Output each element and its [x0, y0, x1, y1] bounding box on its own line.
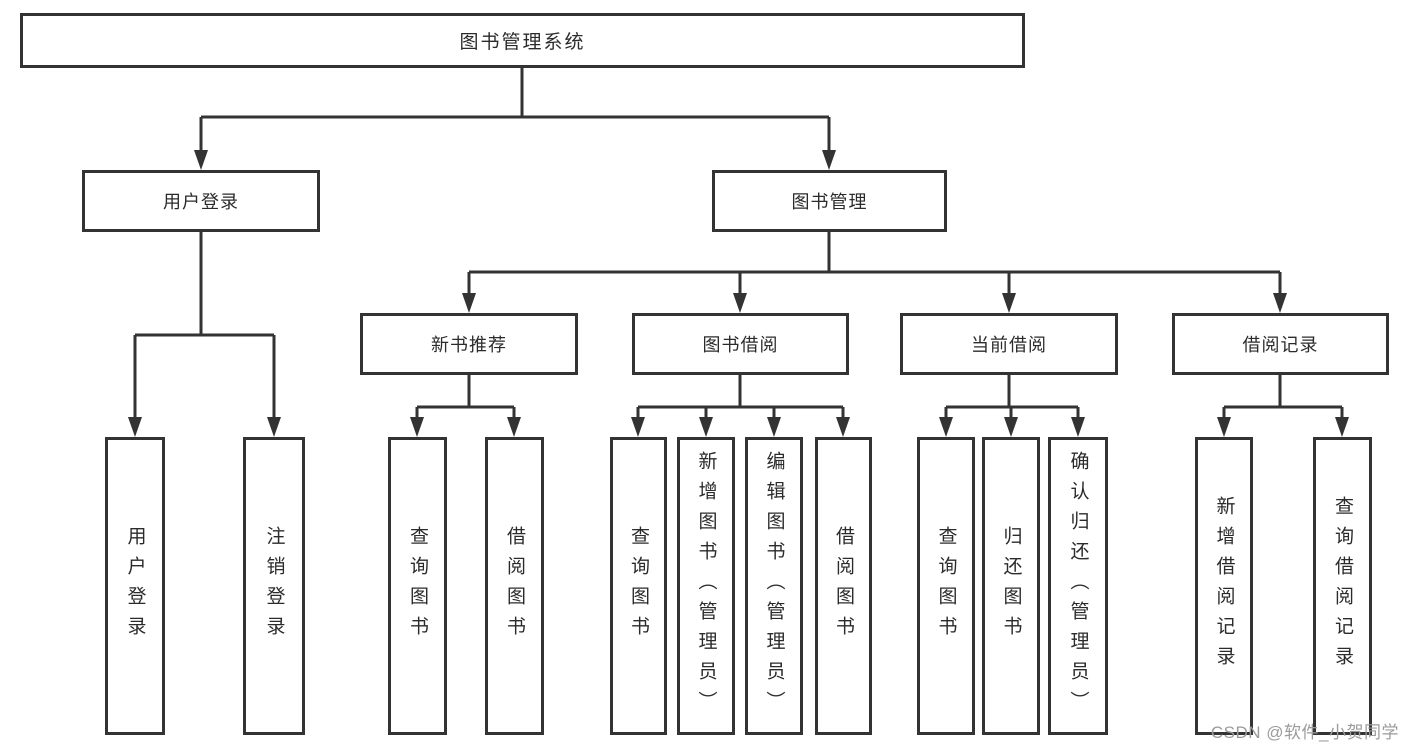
- leaf-borrow-books: 借阅图书: [815, 437, 872, 735]
- node-root: 图书管理系统: [20, 13, 1025, 68]
- node-book-management-label: 图书管理: [791, 192, 868, 212]
- node-book-borrow-label: 图书借阅: [702, 335, 779, 355]
- leaf-query-books-recommend-label: 查询图书: [407, 526, 428, 646]
- leaf-return-books: 归还图书: [982, 437, 1040, 735]
- leaf-add-books-admin: 新增图书（管理员）: [677, 437, 735, 735]
- leaf-query-borrow-record-label: 查询借阅记录: [1332, 496, 1353, 676]
- leaf-query-books-borrow: 查询图书: [610, 437, 667, 735]
- node-user-login: 用户登录: [82, 170, 320, 232]
- leaf-edit-books-admin-label: 编辑图书（管理员）: [763, 451, 785, 721]
- leaf-user-login: 用户登录: [105, 437, 165, 735]
- leaf-confirm-return-admin: 确认归还（管理员）: [1048, 437, 1108, 735]
- node-current-borrow-label: 当前借阅: [971, 335, 1047, 355]
- node-borrow-records: 借阅记录: [1172, 313, 1389, 375]
- node-book-management: 图书管理: [712, 170, 947, 232]
- leaf-add-borrow-record: 新增借阅记录: [1195, 437, 1253, 735]
- watermark: CSDN @软件_小贺同学: [1210, 723, 1399, 742]
- node-borrow-records-label: 借阅记录: [1242, 335, 1319, 355]
- leaf-query-books-borrow-label: 查询图书: [628, 526, 649, 646]
- node-user-login-label: 用户登录: [163, 192, 239, 212]
- leaf-query-books-current-label: 查询图书: [935, 526, 957, 646]
- leaf-borrow-books-recommend-label: 借阅图书: [504, 526, 525, 646]
- leaf-edit-books-admin: 编辑图书（管理员）: [745, 437, 803, 735]
- leaf-borrow-books-label: 借阅图书: [833, 526, 854, 646]
- node-new-book-recommend: 新书推荐: [360, 313, 578, 375]
- leaf-logout-login: 注销登录: [243, 437, 305, 735]
- node-book-borrow: 图书借阅: [632, 313, 849, 375]
- leaf-user-login-label: 用户登录: [124, 526, 146, 646]
- node-current-borrow: 当前借阅: [900, 313, 1118, 375]
- leaf-query-books-current: 查询图书: [917, 437, 975, 735]
- leaf-borrow-books-recommend: 借阅图书: [485, 437, 544, 735]
- leaf-logout-login-label: 注销登录: [263, 526, 285, 646]
- node-new-book-recommend-label: 新书推荐: [431, 335, 507, 355]
- leaf-add-books-admin-label: 新增图书（管理员）: [695, 451, 717, 721]
- leaf-return-books-label: 归还图书: [1000, 526, 1022, 646]
- leaf-query-books-recommend: 查询图书: [388, 437, 447, 735]
- leaf-query-borrow-record: 查询借阅记录: [1313, 437, 1372, 735]
- leaf-add-borrow-record-label: 新增借阅记录: [1213, 496, 1235, 676]
- node-root-label: 图书管理系统: [459, 32, 586, 53]
- leaf-confirm-return-admin-label: 确认归还（管理员）: [1067, 451, 1089, 721]
